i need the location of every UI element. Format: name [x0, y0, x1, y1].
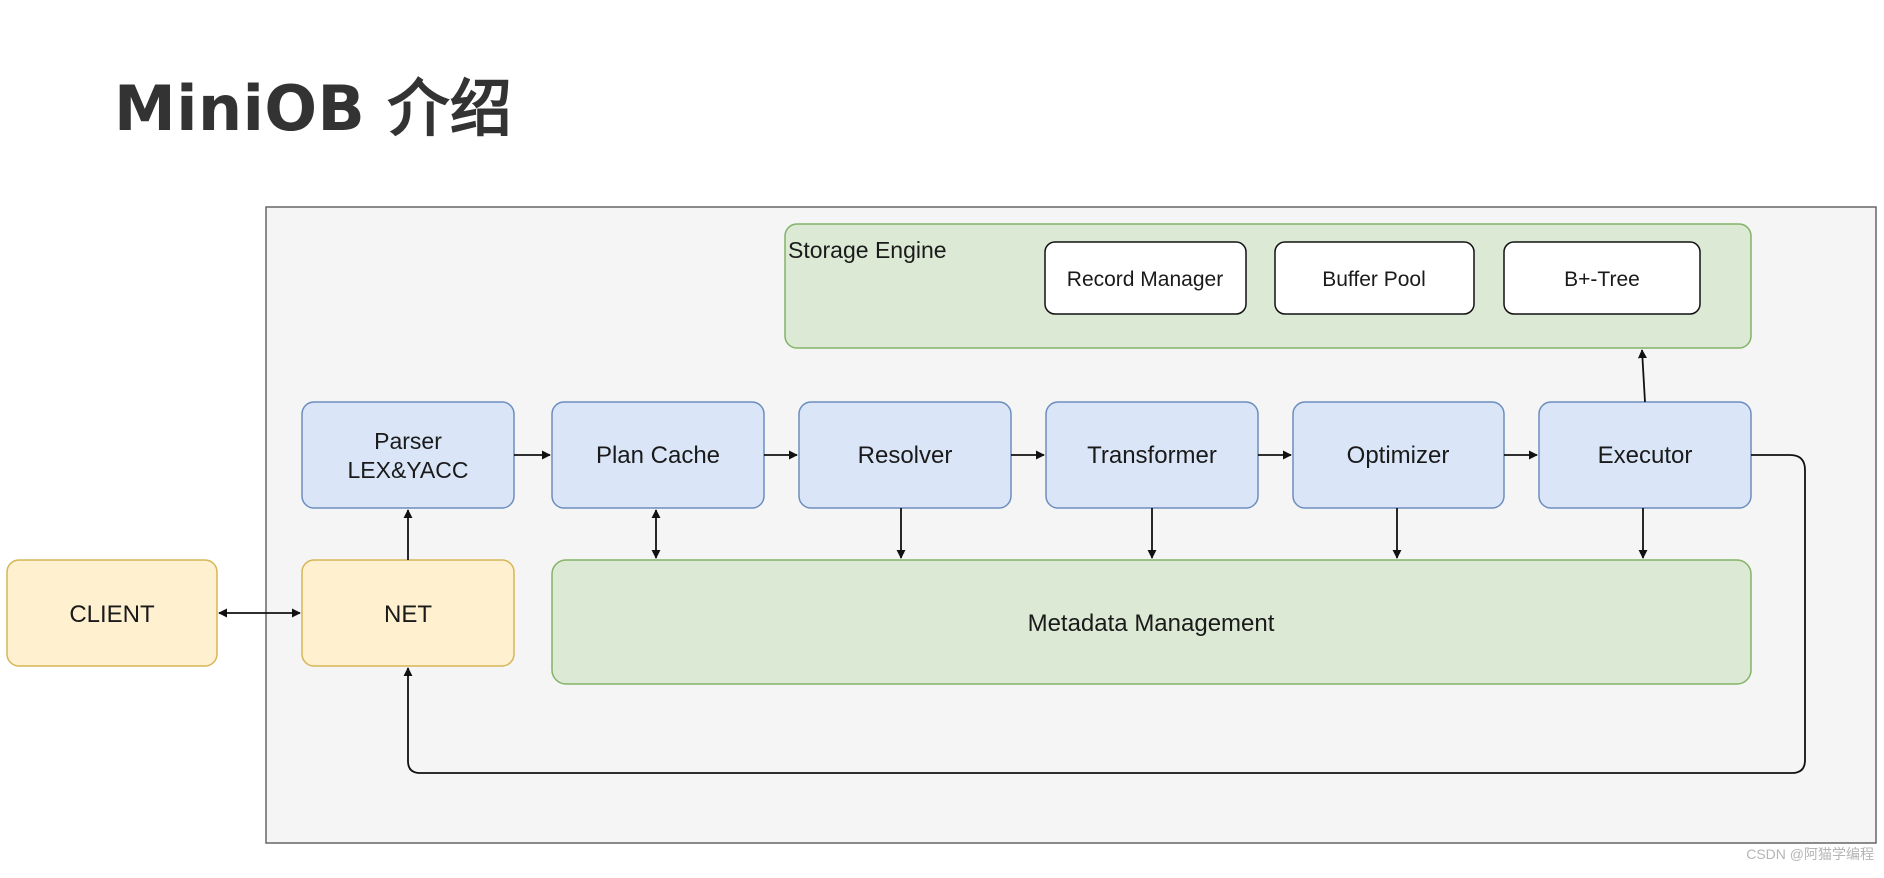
buffer-pool-label: Buffer Pool [1322, 268, 1426, 291]
bplus-tree-label: B+-Tree [1564, 268, 1640, 291]
client-box [6, 559, 218, 667]
edge-executor-storage-engine [1637, 349, 1647, 403]
parser-label: Parser [374, 428, 442, 454]
plan-cache-label: Plan Cache [596, 442, 720, 469]
optimizer-label: Optimizer [1347, 442, 1450, 469]
parser-box [301, 401, 515, 509]
record-manager-box [1044, 241, 1247, 315]
edge-executor-net-return [403, 454, 1806, 774]
metadata-management-label: Metadata Management [1028, 610, 1275, 637]
executor-label: Executor [1598, 442, 1693, 469]
transformer-label: Transformer [1087, 442, 1217, 469]
net-label: NET [384, 601, 432, 628]
buffer-pool-box [1274, 241, 1475, 315]
client-label: CLIENT [69, 601, 155, 628]
parser-sublabel: LEX&YACC [347, 457, 468, 483]
watermark: CSDN @阿猫学编程 [1746, 846, 1874, 862]
metadata-management-box [551, 559, 1752, 685]
page-title: MiniOB 介绍 [114, 72, 513, 145]
storage-engine-label: Storage Engine [788, 237, 947, 263]
bplus-tree-box [1503, 241, 1701, 315]
resolver-label: Resolver [858, 442, 953, 469]
record-manager-label: Record Manager [1067, 268, 1223, 291]
